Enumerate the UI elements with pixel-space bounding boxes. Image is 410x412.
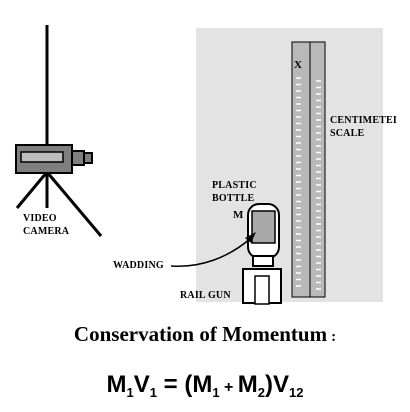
rail-gun xyxy=(242,268,282,305)
label-plastic: PLASTIC xyxy=(212,180,257,191)
wadding-arrow xyxy=(170,232,256,267)
momentum-equation: M1V1 = (M1 + M2)V12 xyxy=(0,371,410,400)
eq-v-sub: 1 xyxy=(149,385,157,400)
title-colon: : xyxy=(331,329,337,345)
bottle-mass-label: M xyxy=(233,209,244,221)
eq-m1-sub: 1 xyxy=(212,385,220,400)
eq-v12: V xyxy=(273,371,290,398)
eq-equals: = ( xyxy=(156,371,193,398)
eq-m2-sub: 2 xyxy=(257,385,266,400)
label-bottle: BOTTLE xyxy=(212,193,254,204)
tripod-right-leg xyxy=(45,171,103,237)
scale-ticks xyxy=(296,77,321,290)
plastic-bottle: M xyxy=(233,203,280,267)
background-panel xyxy=(196,28,383,302)
eq-m2: M xyxy=(237,371,258,398)
label-wadding: WADDING xyxy=(113,260,164,271)
eq-v12-sub: 12 xyxy=(289,385,304,400)
label-centimeter-line2: SCALE xyxy=(330,128,364,139)
label-rail-gun: RAIL GUN xyxy=(180,290,231,301)
eq-m1: M xyxy=(192,371,213,398)
eq-m: M xyxy=(106,371,127,398)
eq-m-sub: 1 xyxy=(126,385,134,400)
camera-lens-front xyxy=(83,152,93,164)
camera-lens-barrel xyxy=(71,150,85,166)
rail-gun-barrel xyxy=(254,275,270,305)
tripod-left-leg xyxy=(15,171,49,209)
bottle-neck xyxy=(252,255,274,267)
label-camera: CAMERA xyxy=(23,226,70,237)
eq-plus: + xyxy=(219,379,238,396)
eq-close: ) xyxy=(265,371,274,398)
scale-marker-x: X xyxy=(294,59,302,71)
label-centimeter-line1: CENTIMETEI xyxy=(330,115,397,126)
centimeter-scale: X xyxy=(291,41,326,298)
video-camera xyxy=(15,25,103,237)
label-video: VIDEO xyxy=(23,213,57,224)
diagram-title: Conservation of Momentum: xyxy=(0,322,410,347)
title-text: Conservation of Momentum xyxy=(73,322,328,346)
experiment-diagram: X CENTIMETEI SCALE VIDEO CAMERA PLASTIC … xyxy=(15,25,397,305)
eq-v: V xyxy=(133,371,150,398)
scale-right-column xyxy=(309,41,326,298)
camera-window xyxy=(20,151,64,163)
bottle-window xyxy=(251,210,276,244)
